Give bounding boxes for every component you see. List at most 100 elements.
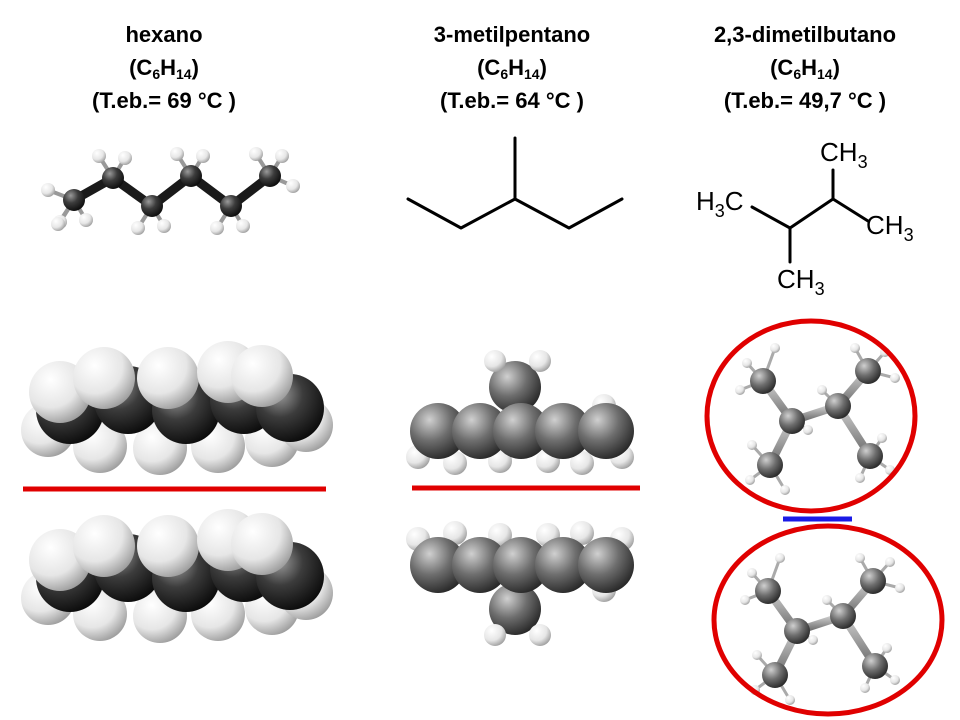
hexane-space-filling-model-bottom bbox=[21, 509, 333, 643]
hydrogen-atom bbox=[890, 373, 900, 383]
hydrogen-atom bbox=[137, 515, 199, 577]
carbon-atom bbox=[860, 568, 886, 594]
hydrogen-atom bbox=[780, 485, 790, 495]
metilpentano-skeletal-formula bbox=[406, 136, 624, 230]
carbon-atom bbox=[578, 403, 634, 459]
hydrogen-atom bbox=[170, 147, 184, 161]
hydrogen-atom bbox=[275, 149, 289, 163]
hydrogen-atom bbox=[890, 675, 900, 685]
carbon-atom bbox=[757, 452, 783, 478]
metilpentano-space-filling-model-bottom bbox=[406, 521, 634, 646]
hydrogen-atom bbox=[803, 425, 813, 435]
molecule-formula: (C6H14) bbox=[770, 55, 840, 82]
hydrogen-atom bbox=[51, 217, 65, 231]
hydrogen-atom bbox=[210, 221, 224, 235]
carbon-atom bbox=[750, 368, 776, 394]
carbon-atom bbox=[862, 653, 888, 679]
hydrogen-atom bbox=[73, 515, 135, 577]
hydrogen-atom bbox=[484, 624, 506, 646]
hydrogen-atom bbox=[529, 624, 551, 646]
carbon-atom bbox=[220, 195, 242, 217]
hydrogen-atom bbox=[747, 568, 757, 578]
hydrogen-atom bbox=[79, 213, 93, 227]
boiling-point: (T.eb.= 64 °C ) bbox=[440, 88, 584, 113]
carbon-atom bbox=[63, 189, 85, 211]
hydrogen-atom bbox=[808, 635, 818, 645]
hydrogen-atom bbox=[745, 475, 755, 485]
hexane-ball-and-stick-model bbox=[41, 147, 300, 235]
carbon-atom bbox=[141, 195, 163, 217]
carbon-atom bbox=[755, 578, 781, 604]
hydrogen-atom bbox=[817, 385, 827, 395]
dimetilbutano-header: 2,3-dimetilbutano (C6H14) (T.eb.= 49,7 °… bbox=[655, 18, 955, 117]
carbon-atom bbox=[535, 403, 591, 459]
carbon-atom bbox=[410, 403, 466, 459]
hydrogen-atom bbox=[822, 595, 832, 605]
hydrogen-atom bbox=[570, 521, 594, 545]
hydrogen-atom bbox=[118, 151, 132, 165]
carbon-atom bbox=[410, 537, 466, 593]
carbon-atom bbox=[259, 165, 281, 187]
hydrogen-atom bbox=[740, 595, 750, 605]
hydrogen-atom bbox=[855, 473, 865, 483]
carbon-atom-methyl bbox=[489, 583, 541, 635]
hydrogen-atom bbox=[775, 553, 785, 563]
carbon-atom bbox=[855, 358, 881, 384]
carbon-atom bbox=[493, 537, 549, 593]
hydrogen-atom bbox=[231, 513, 293, 575]
hydrogen-atom bbox=[850, 343, 860, 353]
hydrogen-atom bbox=[236, 219, 250, 233]
highlight-ellipse-top bbox=[704, 318, 918, 514]
molecule-formula: (C6H14) bbox=[129, 55, 199, 82]
hexane-space-filling-model-top bbox=[21, 341, 333, 475]
molecule-name: 2,3-dimetilbutano bbox=[713, 22, 897, 47]
carbon-atom bbox=[779, 408, 805, 434]
hydrogen-atom bbox=[747, 440, 757, 450]
hydrogen-atom bbox=[286, 179, 300, 193]
dimetilbutano-structural-formula: CH3 H3C CH3 CH3 bbox=[696, 137, 914, 299]
metilpentano-space-filling-model-top bbox=[406, 350, 634, 475]
carbon-atom bbox=[452, 537, 508, 593]
hydrogen-atom bbox=[785, 695, 795, 705]
carbon-atom bbox=[578, 537, 634, 593]
carbon-atom bbox=[102, 167, 124, 189]
hydrogen-atom bbox=[131, 221, 145, 235]
metilpentano-header: 3-metilpentano (C6H14) (T.eb.= 64 °C ) bbox=[362, 18, 662, 117]
hydrogen-atom bbox=[529, 350, 551, 372]
hydrogen-atom bbox=[895, 583, 905, 593]
carbon-atom bbox=[452, 403, 508, 459]
hydrogen-atom bbox=[882, 643, 892, 653]
carbon-atom bbox=[784, 618, 810, 644]
h3c-label-left: H3C bbox=[696, 186, 744, 221]
hydrogen-atom bbox=[137, 347, 199, 409]
hydrogen-atom bbox=[443, 451, 467, 475]
hydrogen-atom bbox=[231, 345, 293, 407]
ch3-label-bottom: CH3 bbox=[777, 264, 825, 299]
ch3-label-top: CH3 bbox=[820, 137, 868, 172]
hydrogen-atom bbox=[157, 219, 171, 233]
hydrogen-atom bbox=[770, 343, 780, 353]
hydrogen-atom bbox=[752, 650, 762, 660]
hydrogen-atom bbox=[877, 433, 887, 443]
carbon-atom bbox=[535, 537, 591, 593]
boiling-point: (T.eb.= 49,7 °C ) bbox=[723, 88, 887, 113]
hydrogen-atom bbox=[570, 451, 594, 475]
hydrogen-atom bbox=[855, 553, 865, 563]
hydrogen-atom bbox=[196, 149, 210, 163]
carbon-atom bbox=[762, 662, 788, 688]
molecule-name: hexano bbox=[125, 22, 203, 47]
molecule-name: 3-metilpentano bbox=[433, 22, 591, 47]
dimetilbutano-ball-and-stick-model-bottom bbox=[740, 553, 905, 705]
hydrogen-atom bbox=[249, 147, 263, 161]
hydrogen-atom bbox=[860, 683, 870, 693]
carbon-atom-methyl bbox=[489, 361, 541, 413]
carbon-atom bbox=[180, 165, 202, 187]
hydrogen-atom bbox=[484, 350, 506, 372]
carbon-atom bbox=[825, 393, 851, 419]
carbon-atom bbox=[493, 403, 549, 459]
hydrogen-atom bbox=[443, 521, 467, 545]
carbon-atom bbox=[830, 603, 856, 629]
hydrogen-atom bbox=[73, 347, 135, 409]
hydrogen-atom bbox=[742, 358, 752, 368]
